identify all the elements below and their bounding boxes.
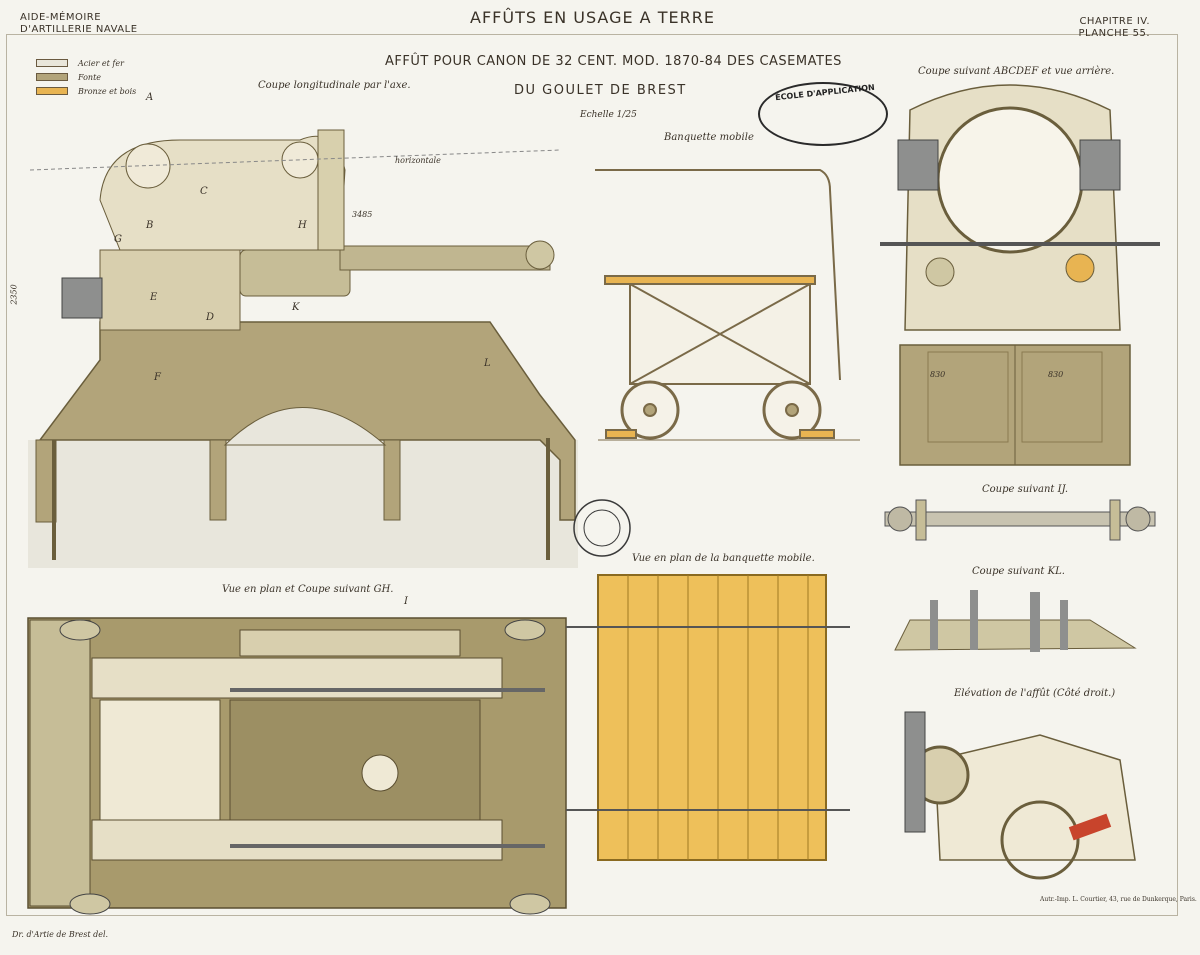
legend-row-bronze: Bronze et bois [36,84,136,98]
plate-number: PLANCHE 55. [1078,28,1150,39]
section-kl-drawing [894,590,1137,652]
horizontal-line [29,149,561,171]
caption-plan-gh: Vue en plan et Coupe suivant GH. [222,584,394,595]
plate-border [6,34,1178,916]
frame-arch [223,407,387,446]
recoil-cylinder [239,249,351,297]
caption-plan-bench: Vue en plan de la banquette mobile. [632,553,815,564]
horizontal-label: horizontale [395,156,441,165]
breech-screw [61,277,103,319]
scale-label: Echelle 1/25 [580,110,637,120]
dimension-label: 3485 [352,210,373,219]
trunnion-circle [125,143,171,189]
gear-circle [281,141,319,179]
legend-label: Acier et fer [78,58,124,68]
caption-abcdef: Coupe suivant ABCDEF et vue arrière. [918,66,1115,77]
drawing-title: AFFÛT POUR CANON DE 32 CENT. MOD. 1870-8… [385,54,842,69]
longitudinal-section-drawing [28,129,578,568]
caption-kl: Coupe suivant KL. [972,566,1065,577]
part-letter: C [200,186,208,197]
draftsman-credit: Dr. d'Artie de Brest del. [12,930,109,939]
part-letter: G [114,234,122,245]
caption-ij: Coupe suivant IJ. [982,484,1068,495]
header-left-line: D'ARTILLERIE NAVALE [20,24,138,35]
part-letter: I [404,596,408,607]
mobile-bench-drawing [595,169,860,441]
header-right: CHAPITRE IV. PLANCHE 55. [1078,16,1150,40]
section-ij-drawing [884,499,1156,541]
header-left-line: AIDE-MÉMOIRE [20,12,102,23]
part-letter: E [150,292,158,303]
masonry-foundation [28,440,578,568]
muzzle-ring [525,240,555,270]
header-left: AIDE-MÉMOIRE D'ARTILLERIE NAVALE [20,12,138,36]
part-letter: F [154,372,161,383]
gun-barrel [339,245,551,271]
elevation-drawing [904,711,1136,880]
legend-row-steel: Acier et fer [36,56,136,70]
part-letter: L [484,358,491,369]
part-letter: A [146,92,154,103]
archive-stamp [573,499,631,557]
chapter-label: CHAPITRE IV. [1079,16,1150,27]
legend-label: Bronze et bois [78,86,137,96]
legend-swatch-bronze [36,87,68,95]
printer-credit: Autr.-Imp. L. Courtier, 43, rue de Dunke… [1040,896,1197,903]
legend-swatch-cast-iron [36,73,68,81]
section-abcdef-drawing [880,84,1160,466]
breech-housing [99,249,241,331]
part-letter: B [146,220,154,231]
dimension-label: 830 [1048,370,1064,379]
frame-leg [383,439,401,521]
part-letter: H [298,220,307,231]
caption-elevation: Elévation de l'affût (Côté droit.) [954,688,1116,699]
part-letter: K [292,302,300,313]
frame-leg [209,439,227,521]
plan-view-gh-drawing [27,617,567,915]
legend-row-cast-iron: Fonte [36,70,136,84]
caption-longitudinal: Coupe longitudinale par l'axe. [258,80,411,91]
legend-swatch-steel [36,59,68,67]
legend-label: Fonte [78,72,102,82]
part-letter: D [206,312,215,323]
caption-bench: Banquette mobile [664,132,754,143]
dimension-label: 2350 [9,284,19,305]
library-stamp [758,82,888,146]
drawing-subtitle: DU GOULET DE BREST [514,83,687,98]
elevation-bar [317,129,345,251]
dimension-label: 830 [930,370,946,379]
plan-view-bench-drawing [566,574,850,861]
page-title: AFFÛTS EN USAGE A TERRE [470,8,715,27]
material-legend: Acier et fer Fonte Bronze et bois [36,56,136,98]
